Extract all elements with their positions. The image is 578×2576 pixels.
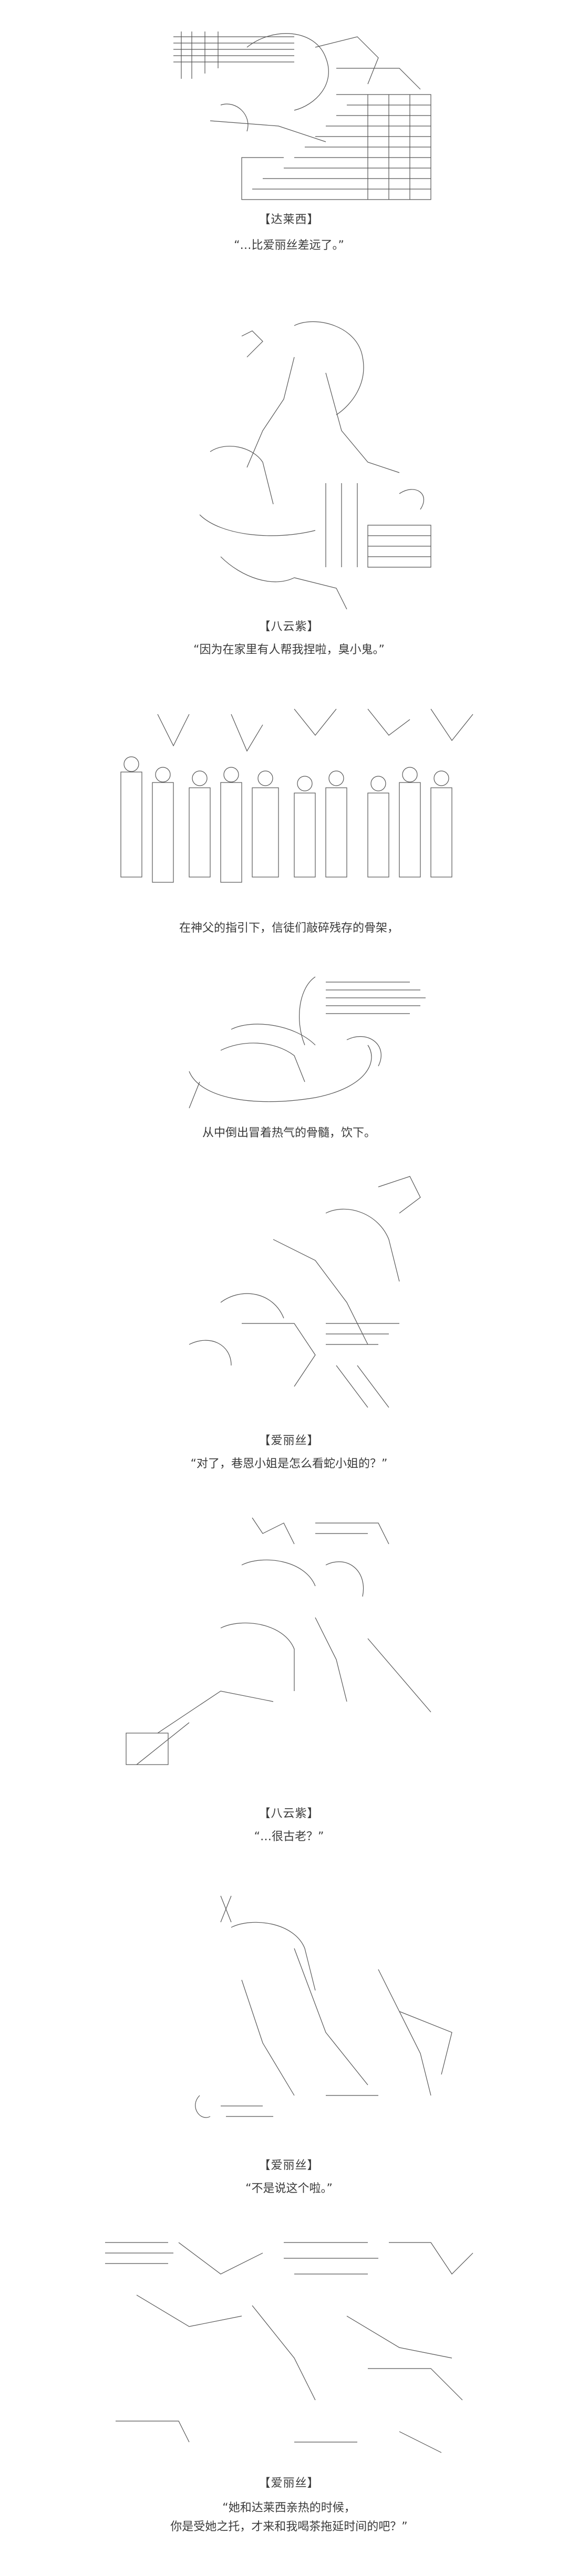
panel-2: 【八云紫】 “因为在家里有人帮我捏啦，臭小鬼。” [0,294,578,693]
dialogue-line: 你是受她之托，才来和我喝茶拖延时间的吧？” [170,2520,408,2533]
ascii-art-scene-6 [0,1502,578,1796]
ascii-art-scene-7 [0,1875,578,2148]
crowd-figures [120,756,452,883]
speaker-label: 【爱丽丝】 [259,2477,319,2490]
panel-6: 【八云紫】 “…很古老？” [0,1502,578,1875]
priest-figures [157,708,473,752]
dialogue-line: “因为在家里有人帮我捏啦，臭小鬼。” [193,643,385,656]
narration-line: 从中倒出冒着热气的骨髓，饮下。 [202,1127,376,1140]
ascii-art-scene-1 [0,0,578,210]
dialogue-line: “…很古老？” [254,1830,324,1843]
narration-text: 在神父的指引下，信徒们敲碎残存的骨架， [0,919,578,938]
panel-8: 【爱丽丝】 “她和达莱西亲热的时候， 你是受她之托，才来和我喝茶拖延时间的吧？” [0,2222,578,2576]
figure-reaching [189,1176,421,1408]
dialogue-text: “…比爱丽丝差远了。” [0,236,578,255]
dialogue-line: “…比爱丽丝差远了。” [234,239,344,252]
figure-seated [126,1517,431,1765]
panel-5: 【爱丽丝】 “对了，巷恩小姐是怎么看蛇小姐的？” [0,1166,578,1502]
panel-3: 在神父的指引下，信徒们敲碎残存的骨架， [0,693,578,966]
speaker-label: 【达莱西】 [259,213,319,226]
figures-at-table [105,2242,473,2453]
ascii-art-scene-2 [0,294,578,620]
speaker-label: 【爱丽丝】 [259,1434,319,1447]
dialogue-line: “对了，巷恩小姐是怎么看蛇小姐的？” [190,1457,388,1470]
ascii-art-scene-8 [0,2222,578,2468]
stair-block [241,94,431,200]
figure-with-cup [195,1895,452,2118]
dialogue-line: “不是说这个啦。” [245,2182,333,2195]
staff-lines [173,32,294,79]
narration-line: 在神父的指引下，信徒们敲碎残存的骨架， [179,922,399,935]
dialogue-text: “…很古老？” [0,1828,578,1847]
ascii-art-crowd-scene [0,693,578,919]
figure-with-fan [199,321,431,610]
dialogue-text: “对了，巷恩小姐是怎么看蛇小姐的？” [0,1455,578,1474]
speaker-label: 【八云紫】 [259,620,319,633]
panel-7: 【爱丽丝】 “不是说这个啦。” [0,1875,578,2222]
bowl-and-hand [189,976,426,1109]
speaker-label: 【爱丽丝】 [259,2159,319,2172]
panel-4: 从中倒出冒着热气的骨髓，饮下。 [0,966,578,1166]
dialogue-text: “不是说这个啦。” [0,2179,578,2198]
panel-1: 【达莱西】 “…比爱丽丝差远了。” [0,0,578,294]
ascii-art-bowl-scene [0,966,578,1124]
dialogue-line: “她和达莱西亲热的时候， [222,2501,356,2515]
narration-text: 从中倒出冒着热气的骨髓，饮下。 [0,1124,578,1143]
ascii-art-scene-5 [0,1166,578,1428]
dialogue-text: “因为在家里有人帮我捏啦，臭小鬼。” [0,641,578,660]
speaker-label: 【八云紫】 [259,1807,319,1820]
dialogue-text: “她和达莱西亲热的时候， 你是受她之托，才来和我喝茶拖延时间的吧？” [0,2499,578,2537]
figure-outline [210,33,421,142]
